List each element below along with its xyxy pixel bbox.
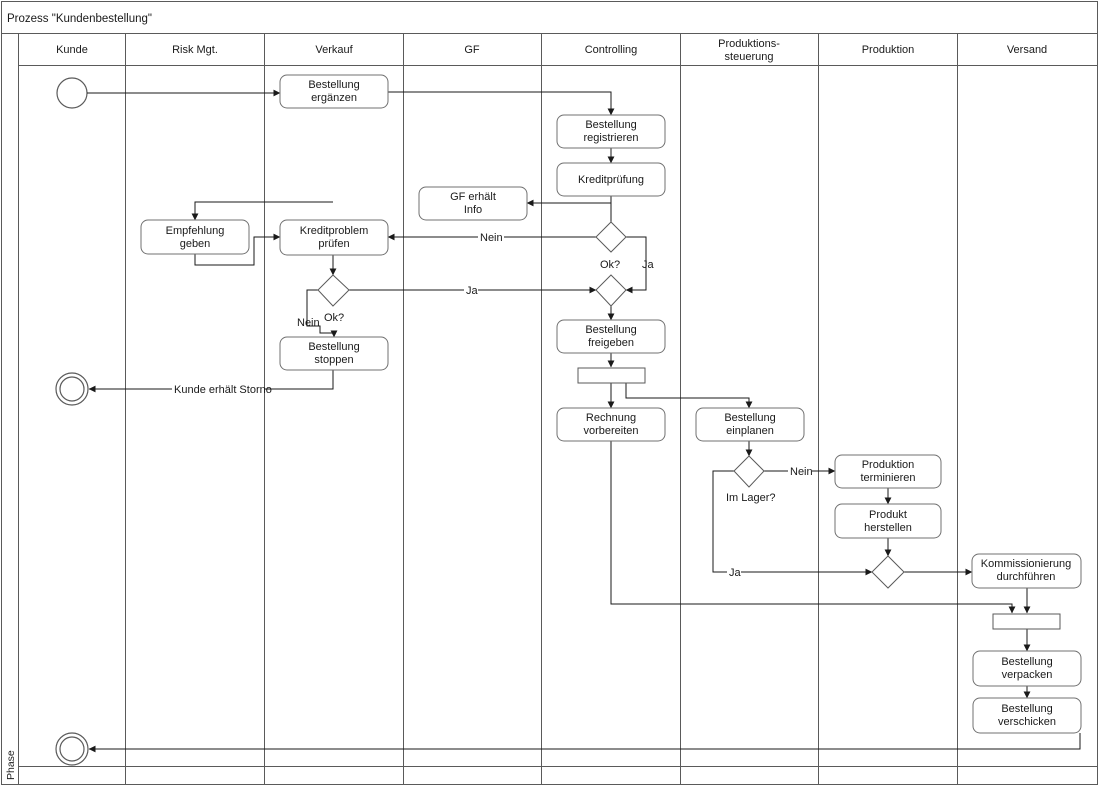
end-event-final — [55, 732, 89, 766]
lane-header-versand: Versand — [1007, 44, 1047, 56]
gateway-im-lager — [733, 455, 765, 488]
label-ja-merge: Ja — [466, 285, 479, 297]
phase-label: Phase — [5, 750, 17, 780]
label-nein-kredit: Nein — [480, 232, 503, 244]
gateway-kreditpruefung — [595, 221, 627, 253]
task-label: Kreditprüfung — [578, 174, 644, 186]
lane-separators — [125, 33, 958, 785]
gateways — [317, 221, 905, 589]
task-bestellung-verpacken[interactable] — [972, 650, 1082, 687]
task-produktion-terminieren[interactable] — [834, 454, 942, 489]
diagram-title: Prozess "Kundenbestellung" — [7, 13, 152, 25]
label-ok-kreditproblem: Ok? — [324, 312, 344, 324]
label-nein-lager: Nein — [790, 466, 813, 478]
lane-header-produktion: Produktion — [862, 44, 915, 56]
label-ja-kredit: Ja — [642, 259, 655, 271]
label-kunde-erhaelt-storno: Kunde erhält Storno — [174, 384, 272, 396]
lane-header-controlling: Controlling — [585, 44, 638, 56]
connectors — [87, 89, 1081, 753]
lane-header-kunde: Kunde — [56, 44, 88, 56]
task-bestellung-stoppen[interactable] — [279, 336, 389, 371]
task-produkt-herstellen[interactable] — [834, 503, 942, 539]
lane-header-gf: GF — [464, 44, 480, 56]
edge-labels: Nein Ok? Ja Ja Ok? Nein Kunde erhält Sto… — [174, 232, 813, 579]
task-empfehlung-geben[interactable] — [140, 219, 250, 255]
parallel-join-bar — [992, 613, 1061, 630]
task-rechnung-vorbereiten[interactable] — [556, 407, 666, 442]
label-ok-kredit: Ok? — [600, 259, 620, 271]
gateway-merge-produktion — [871, 555, 905, 589]
task-bestellung-verschicken[interactable] — [972, 697, 1082, 734]
task-kreditproblem-pruefen[interactable] — [279, 219, 389, 256]
gateway-kreditproblem-ok — [317, 274, 350, 307]
task-gf-erhaelt-info[interactable] — [418, 186, 528, 221]
label-im-lager: Im Lager? — [726, 492, 776, 504]
task-bestellung-ergaenzen[interactable] — [279, 74, 389, 109]
end-event-storno — [55, 372, 89, 406]
task-kommissionierung-durchfuehren[interactable] — [971, 553, 1082, 589]
edge-label-backgrounds — [172, 230, 812, 578]
lane-header-produktionssteuerung: Produktions-steuerung — [718, 38, 780, 63]
lane-header-risk-mgt: Risk Mgt. — [172, 44, 218, 56]
task-kreditpruefung[interactable] — [556, 162, 666, 197]
task-bestellung-freigeben[interactable] — [556, 319, 666, 354]
label-nein-kreditproblem: Nein — [297, 317, 320, 329]
task-bestellung-registrieren[interactable] — [556, 114, 666, 149]
start-event — [56, 77, 88, 109]
lane-headers: Kunde Risk Mgt. Verkauf GF Controlling P… — [56, 38, 1047, 63]
parallel-split-bar — [577, 367, 646, 384]
label-ja-lager: Ja — [729, 567, 742, 579]
tasks — [140, 74, 1082, 734]
task-bestellung-einplanen[interactable] — [695, 407, 805, 442]
lane-header-verkauf: Verkauf — [315, 44, 353, 56]
gateway-merge-ok — [595, 274, 627, 307]
